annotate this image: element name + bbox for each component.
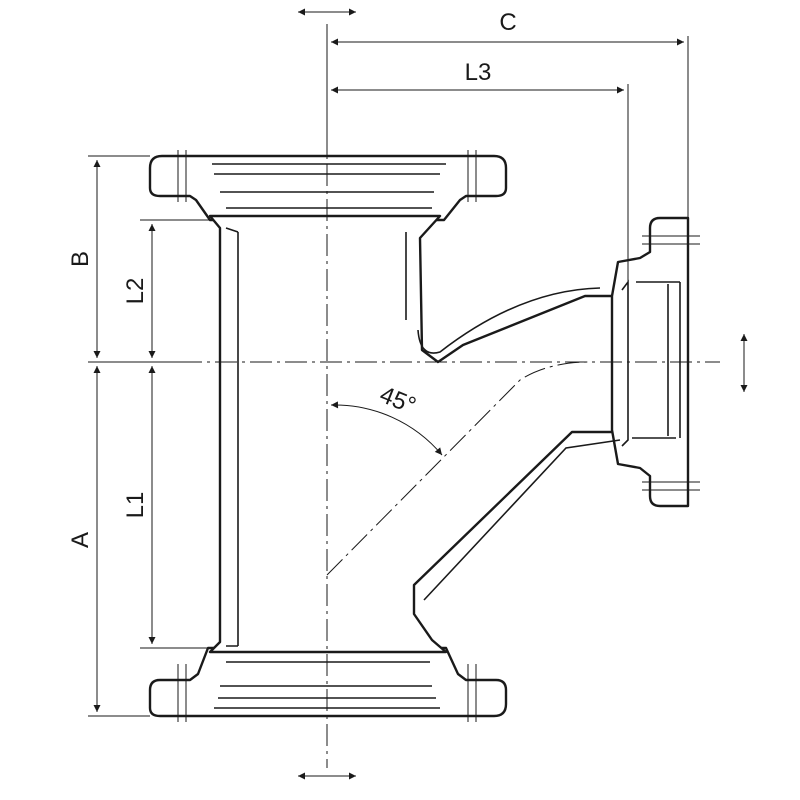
label-L2: L2	[122, 278, 149, 305]
label-L3: L3	[465, 59, 492, 86]
top-flange	[148, 154, 508, 222]
main-bore	[237, 232, 407, 646]
label-B: B	[67, 251, 94, 267]
branch-45-centerline	[326, 361, 591, 576]
label-A: A	[67, 532, 94, 548]
labels: C L3 45° B L2 A L1	[67, 9, 517, 548]
main-tube	[208, 214, 617, 654]
dimensions	[88, 8, 748, 780]
bottom-flange	[148, 646, 508, 718]
label-C: C	[499, 9, 516, 36]
label-L1: L1	[122, 492, 149, 519]
fitting-body	[148, 150, 700, 722]
angle-arc	[330, 401, 443, 456]
